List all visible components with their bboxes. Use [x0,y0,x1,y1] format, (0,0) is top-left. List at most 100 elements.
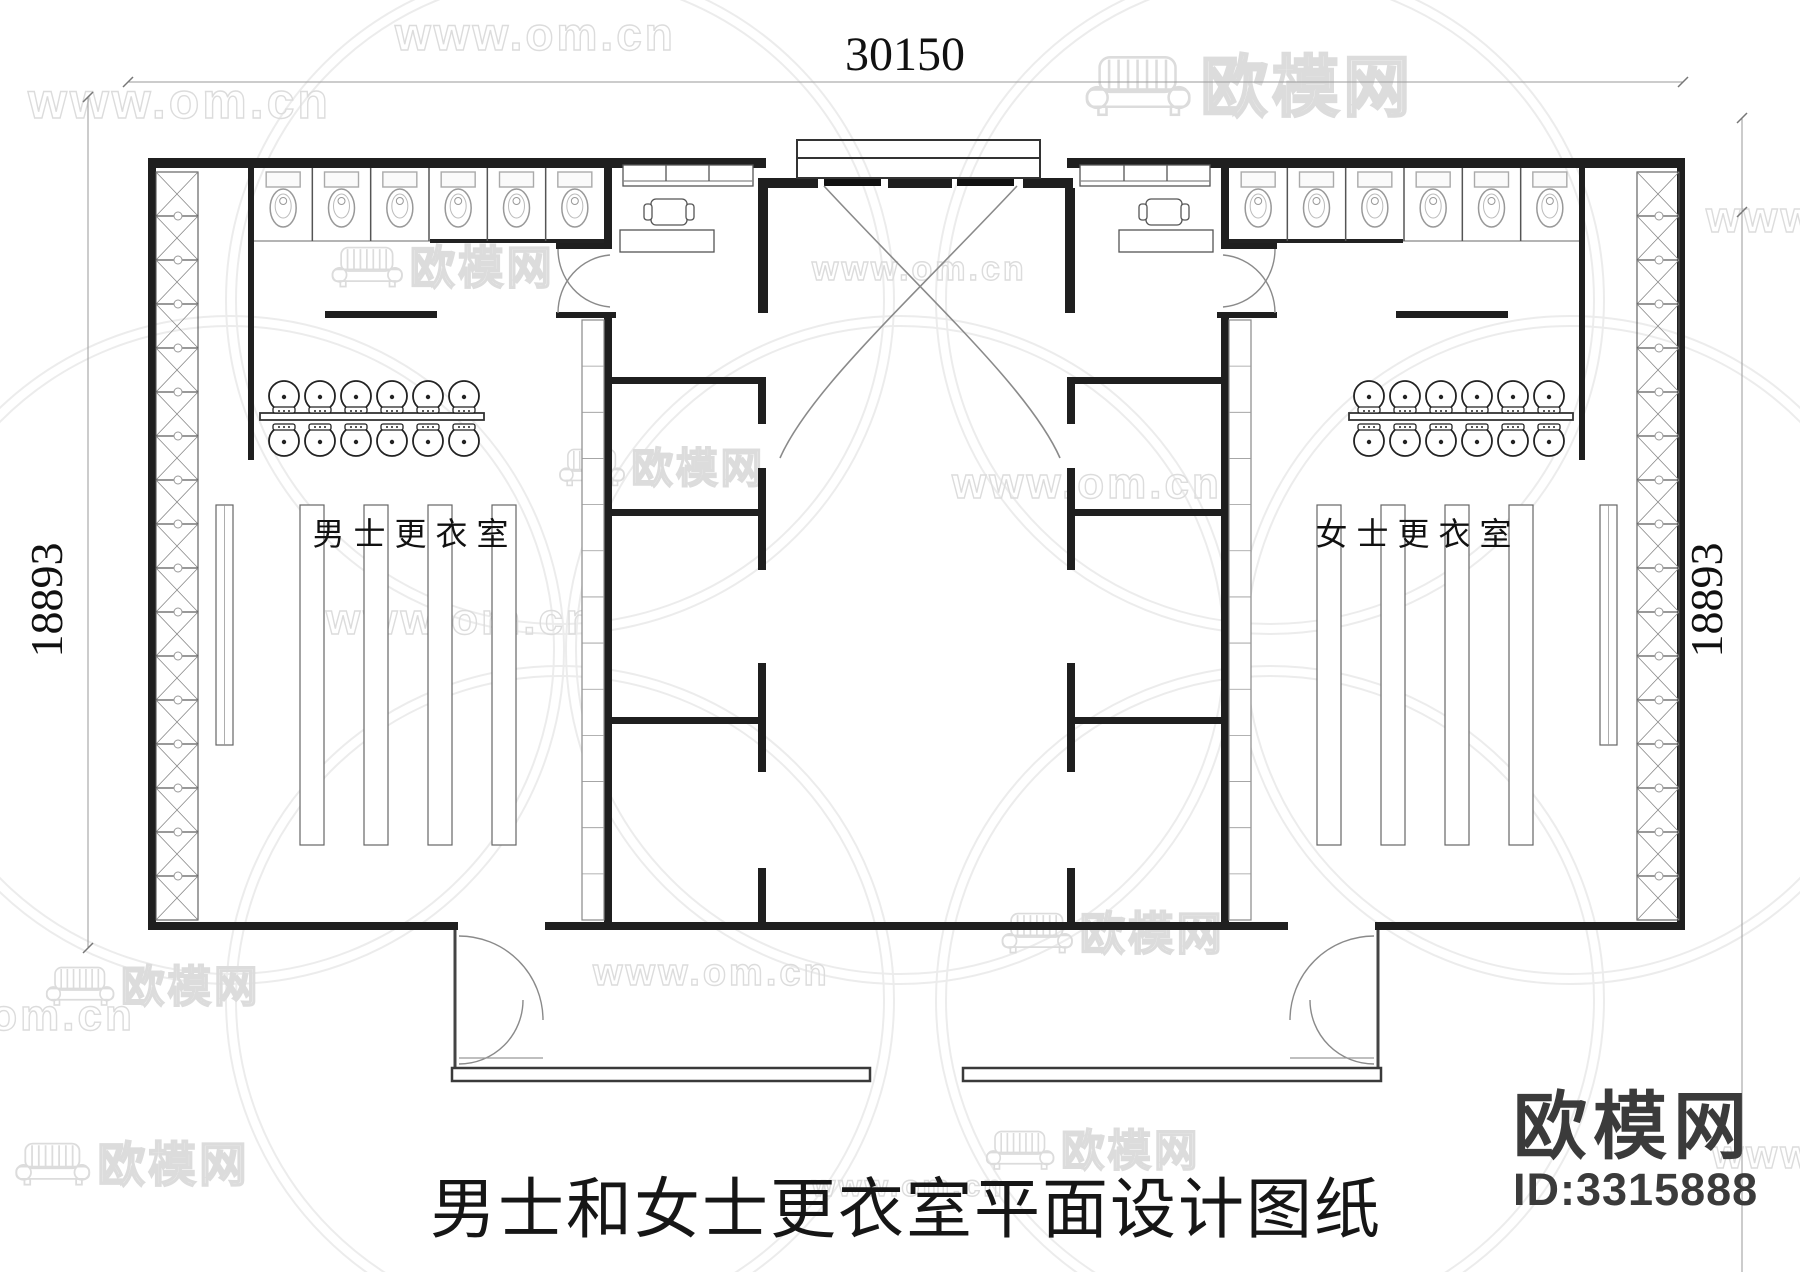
door-swing-arc [458,999,524,1065]
watermark-circle [235,675,885,1272]
locker-cell-x [155,651,199,701]
watermark-brand-logo: 欧模网 [331,242,553,294]
mens-partition-stub [325,311,437,318]
sink-icon [1389,423,1421,457]
toilet-icon [498,171,535,228]
locker-cell-x [1636,739,1680,789]
locker-cell-x [155,519,199,569]
wall-locker-column [155,171,199,921]
toilet-icon [1357,171,1393,228]
dimension-top: 30150 [845,28,965,81]
mens-room-wall [604,312,612,922]
sofa-watermark-icon [985,1130,1055,1170]
door-swing-arc [458,935,544,1021]
locker-cell-x [155,607,199,657]
entry-wall-segment [1023,178,1073,188]
entrance-vestibule [796,139,1041,179]
bench [1380,504,1406,846]
site-logo: 欧模网 ID:3315888 [1513,1085,1757,1215]
sink-icon [304,380,336,414]
locker-cell-x [1636,871,1680,921]
watermark-brand-text: 欧模网 [121,964,261,1012]
locker-cell-x [155,563,199,613]
dim-tick [122,76,134,88]
corridor-wall-right [1065,188,1075,313]
walkway-bar [450,1066,872,1083]
toilet-icon [1415,171,1451,228]
locker-cell-x [1636,783,1680,833]
watermark-brand-logo: 欧模网 [1085,50,1411,126]
watermark-url-text: www.om.cn [394,8,676,60]
locker-cell-x [155,255,199,305]
sofa-watermark-icon [15,1142,91,1186]
outer-wall-bottom-left [148,922,458,930]
desk [1118,229,1214,253]
toilet-icon [440,171,476,228]
locker-cell-x [155,343,199,393]
sink-counter [259,412,485,421]
locker-cell-x [155,431,199,481]
toilet-icon [1240,171,1276,228]
toilet-icon [265,171,301,228]
locker-cell-x [1636,211,1680,261]
watermark-brand-text: 欧模网 [1080,908,1225,959]
stall-wall [1067,724,1075,772]
wall-locker-columns [155,171,1680,921]
door-swing-arc [779,185,1018,459]
stall-wall [1067,384,1075,424]
watermark-url-text: www.om.cn [811,250,1027,288]
sofa-watermark-icon [45,966,115,1006]
mens-inner-wall [248,168,254,460]
watermark-url-text: www.om.cn [1711,1133,1800,1177]
stall-wall [758,384,766,424]
door-swing-arc [1222,248,1276,308]
sink-icon [448,380,480,414]
toilet-icon [557,171,593,228]
door-leaf [957,179,1014,186]
locker-cell-x [155,171,199,217]
outer-wall-bottom-right [1375,922,1685,930]
mens-room-wall [604,168,612,247]
watermark-circle [225,665,895,1272]
watermark-circle [945,675,1595,1272]
watermark-circle [235,0,885,625]
sink-icon [376,423,408,457]
locker-cell-x [1636,255,1680,305]
stall-wall [612,377,766,384]
watermark-brand-logo: 欧模网 [559,444,763,492]
locker-cell-x [155,783,199,833]
sink-icon [268,380,300,414]
locker-cell-x [1636,607,1680,657]
wall-locker-column [1636,171,1680,921]
door-stub [1221,243,1277,249]
door-stub [1217,312,1277,318]
dim-tick [82,91,94,103]
dim-tick [1736,112,1748,124]
sink-icon [412,423,444,457]
locker-cell-x [1636,475,1680,525]
dimension-right: 18893 [1681,543,1732,658]
door-leaf [824,179,881,186]
stall-wall [1067,516,1075,570]
sink-icon [376,380,408,414]
outer-wall-top-right [1067,158,1685,168]
watermark-brand-logo: 欧模网 [985,1127,1198,1177]
stall-wall [758,724,766,772]
watermark-url-text: www.om.cn [951,459,1222,508]
locker-cell-x [1636,695,1680,745]
stall-wall [1067,509,1221,516]
watermark-url-text: www.om.cn [1705,193,1800,242]
watermark-brand-logo: 欧模网 [45,963,261,1013]
watermark-circle [0,315,565,985]
locker-cell-x [155,739,199,789]
locker-cell-x [155,387,199,437]
sink-icon [1425,423,1457,457]
entry-wall-segment [888,178,952,188]
sink-icon [1353,423,1385,457]
watermark-brand-logo: 欧模网 [1001,908,1225,960]
sink-counter [1348,412,1574,421]
bench [427,504,453,846]
door-swing-arc [1309,999,1375,1065]
door-swing-arc [1222,254,1276,314]
